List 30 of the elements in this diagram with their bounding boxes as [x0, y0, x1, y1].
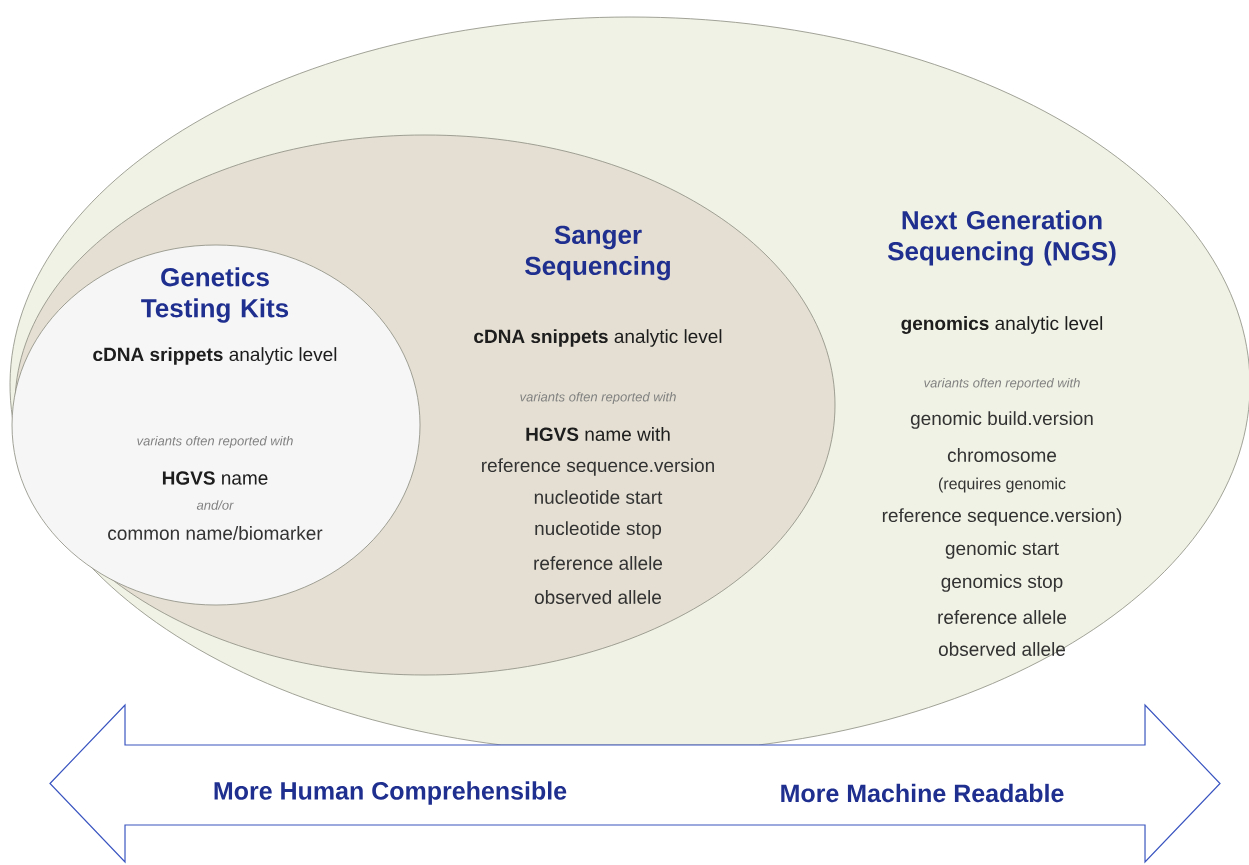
- note-text: and/or: [196, 500, 234, 510]
- text-line: genomic build.version: [910, 411, 1093, 429]
- text-line: reference sequence.version): [882, 508, 1122, 526]
- text-line: nucleotide stop: [535, 521, 662, 539]
- arrow-label: More Human Comprehensible: [214, 781, 567, 805]
- double-arrow: [49, 703, 1221, 864]
- text-line: (requires genomic: [938, 477, 1066, 493]
- text-line: genomics stop: [941, 574, 1063, 592]
- ellipse-region: [11, 244, 421, 606]
- text-line: observed allele: [938, 642, 1066, 656]
- text-line: reference allele: [534, 556, 663, 570]
- text-line: genomic start: [945, 541, 1059, 559]
- heading: Genetics Testing Kits: [141, 267, 289, 323]
- text-line: common name/biomarker: [108, 526, 323, 540]
- text-line: chromosome: [947, 448, 1057, 462]
- text-line: nucleotide start: [534, 490, 663, 504]
- note-text: variants often reported with: [137, 435, 293, 449]
- text-line: cDNA snippets analytic level: [474, 329, 722, 347]
- text-line: cDNA srippets analytic level: [93, 347, 337, 365]
- text-line: reference allele: [938, 610, 1067, 624]
- text-line: reference sequence.version: [482, 458, 714, 476]
- text-line: HGVS name with: [526, 427, 670, 441]
- note-text: variants often reported with: [520, 391, 676, 405]
- text-line: genomics analytic level: [901, 316, 1103, 334]
- heading: Sanger Sequencing: [525, 225, 670, 281]
- text-line: HGVS name: [162, 471, 268, 485]
- note-text: variants often reported with: [924, 377, 1080, 391]
- arrow-label: More Machine Readable: [781, 783, 1064, 803]
- text-line: observed allele: [534, 590, 661, 604]
- heading: Next Generation Sequencing (NGS): [887, 210, 1116, 266]
